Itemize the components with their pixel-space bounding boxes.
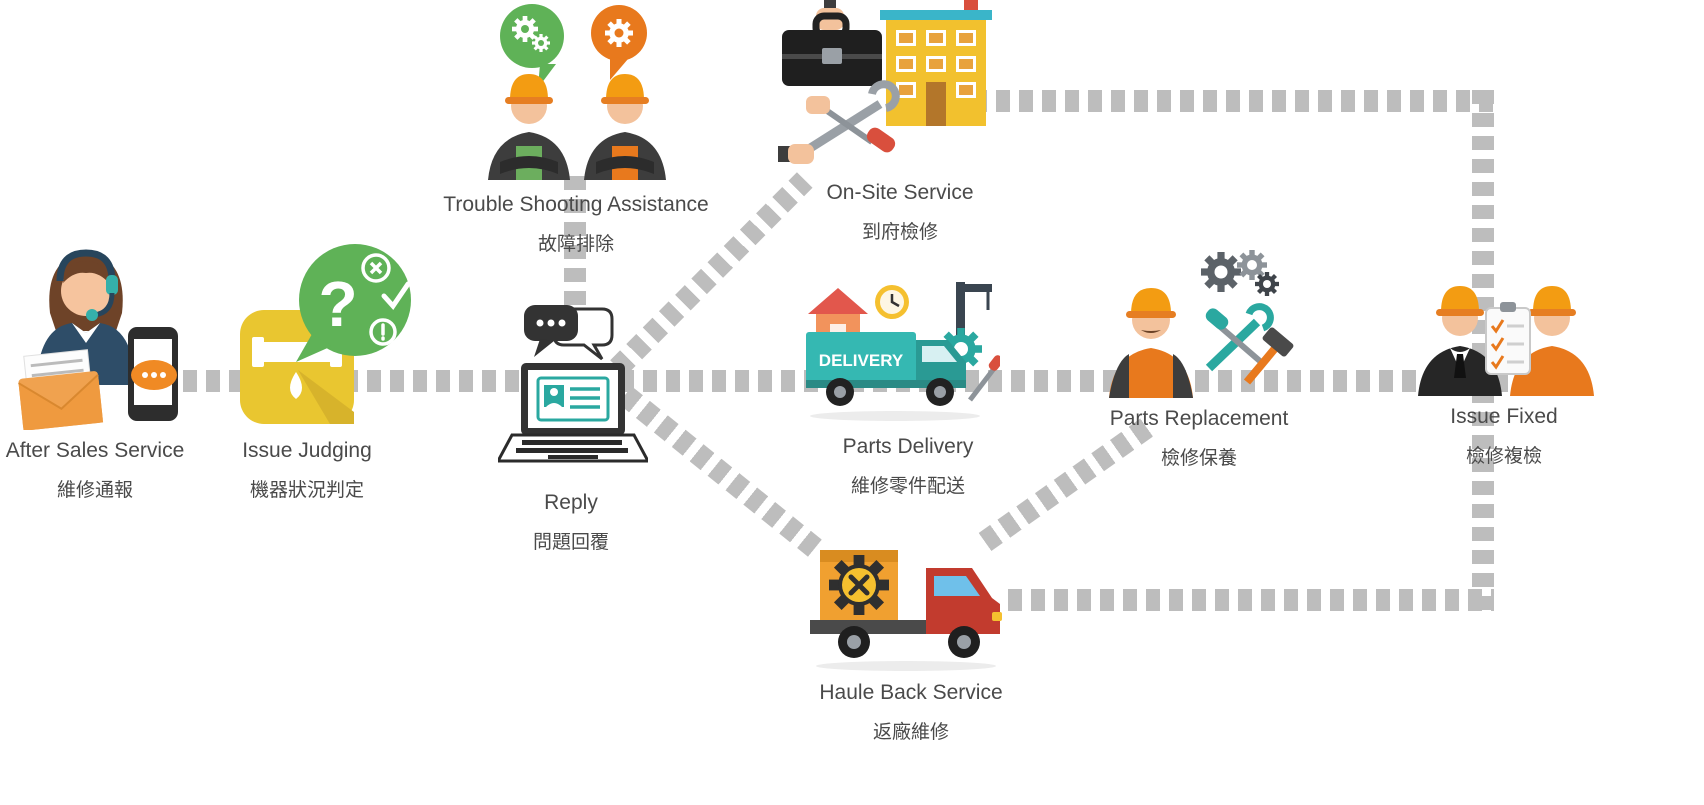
- node-subtitle: 機器狀況判定: [249, 480, 364, 502]
- question-bubble-icon: ?: [296, 244, 411, 362]
- support-agent-icon: [18, 249, 178, 430]
- node-subtitle: 檢修保養: [1160, 448, 1237, 470]
- node-parts-delivery: Parts Delivery 維修零件配送: [788, 434, 1028, 498]
- envelope-icon: [18, 349, 104, 430]
- connector-onsite-top: [950, 90, 1495, 112]
- node-trouble-shooting-assistance: Trouble Shooting Assistance 故障排除: [426, 192, 726, 256]
- laptop-chat-icon: [498, 305, 648, 463]
- speech-bubble-dots-icon: [524, 305, 578, 357]
- cargo-box-gear-icon: [820, 550, 898, 620]
- laptop-screen: [521, 363, 625, 435]
- node-title: Trouble Shooting Assistance: [443, 193, 709, 216]
- laptop-keyboard: [498, 433, 648, 463]
- node-subtitle: 返廠維修: [872, 722, 949, 744]
- delivery-truck-text: DELIVERY: [819, 351, 904, 370]
- truck-body: DELIVERY: [806, 332, 980, 421]
- node-title: On-Site Service: [826, 181, 974, 204]
- node-after-sales-service: After Sales Service 維修通報: [0, 438, 195, 502]
- node-on-site-service: On-Site Service 到府檢修: [780, 180, 1020, 244]
- workers-discussion-icon: [488, 4, 666, 180]
- worker-mechanic-icon: [1109, 288, 1193, 398]
- wrench-screwdriver-hammer-icon: [1205, 303, 1294, 385]
- node-parts-replacement: Parts Replacement 檢修保養: [1079, 406, 1319, 470]
- connector-haulback-bottom: [1008, 589, 1494, 611]
- truck-cab: [926, 568, 1002, 634]
- toolbox-building-icon: [778, 0, 992, 164]
- toolbox-icon: [782, 0, 882, 86]
- node-title: After Sales Service: [5, 439, 185, 462]
- chat-dots-icon: [131, 360, 177, 390]
- node-issue-judging: Issue Judging 機器狀況判定: [207, 438, 407, 502]
- node-subtitle: 到府檢修: [861, 222, 938, 244]
- headset-earpiece: [106, 275, 118, 295]
- delivery-truck-icon: DELIVERY: [806, 282, 1000, 421]
- node-reply: Reply 問題回覆: [471, 490, 671, 554]
- svg-text:?: ?: [318, 268, 357, 340]
- gear-bubble-orange-icon: [591, 5, 647, 80]
- worker-orange-icon: [584, 74, 666, 180]
- node-haule-back-service: Haule Back Service 返廠維修: [791, 680, 1031, 744]
- node-issue-fixed: Issue Fixed 檢修複檢: [1404, 404, 1604, 468]
- crossed-tools-hands-icon: [778, 80, 900, 164]
- node-subtitle: 維修零件配送: [850, 476, 965, 498]
- building-icon: [880, 0, 992, 126]
- node-title: Haule Back Service: [819, 681, 1003, 704]
- node-title: Issue Judging: [242, 439, 372, 462]
- worker-suit-icon: [1418, 286, 1502, 396]
- gears-icon: [1201, 250, 1279, 296]
- clock-icon: [875, 285, 909, 319]
- node-title: Parts Delivery: [842, 435, 974, 458]
- node-title: Issue Fixed: [1450, 405, 1558, 428]
- clipboard-checklist-icon: [1485, 302, 1531, 375]
- haul-truck-icon: [810, 550, 1002, 671]
- node-title: Parts Replacement: [1109, 407, 1289, 430]
- node-subtitle: 維修通報: [56, 480, 133, 502]
- worker-green-icon: [488, 74, 570, 180]
- node-subtitle: 故障排除: [537, 234, 614, 256]
- node-subtitle: 問題回覆: [532, 532, 609, 554]
- connector-troubleshooting-to-reply: [564, 176, 586, 312]
- node-title: Reply: [544, 491, 598, 514]
- connector-right-vertical: [1472, 90, 1494, 612]
- pipe-diagnosis-icon: ?: [240, 244, 411, 424]
- inspection-checklist-icon: [1418, 286, 1594, 396]
- technician-tools-icon: [1109, 250, 1294, 398]
- node-subtitle: 檢修複檢: [1465, 446, 1542, 468]
